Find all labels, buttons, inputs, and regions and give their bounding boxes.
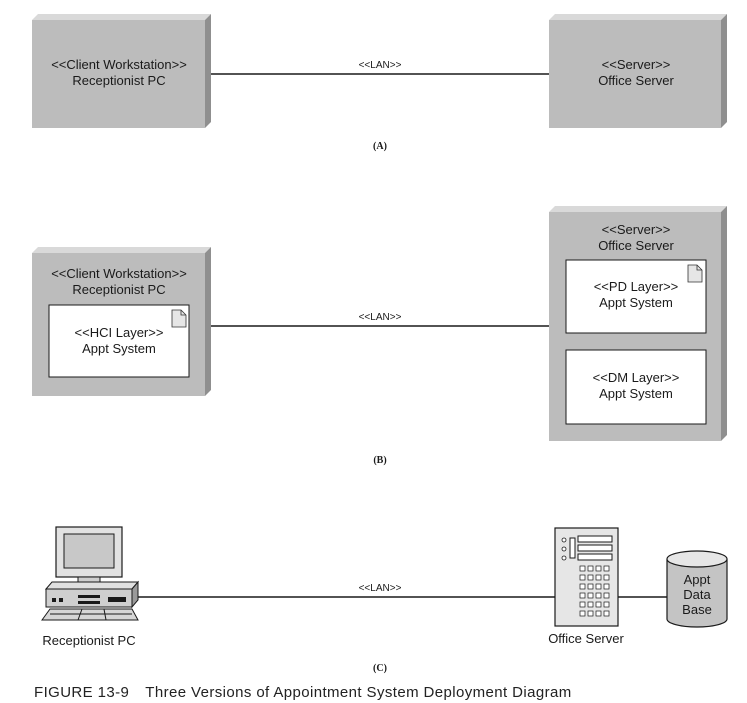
db-label-line: Base [682,602,712,617]
client-node-a: <<Client Workstation>> Receptionist PC [32,14,211,128]
lan-label-c: <<LAN>> [359,583,402,594]
client-name: Receptionist PC [72,73,165,88]
pd-stereotype: <<PD Layer>> [594,279,679,294]
client-node-b: <<Client Workstation>> Receptionist PC <… [32,247,211,396]
server-tower-icon [554,527,619,627]
dm-component: <<DM Layer>> Appt System [565,349,707,425]
server-name: Office Server [598,238,674,253]
panel-a: <<Client Workstation>> Receptionist PC <… [32,14,727,152]
panel-b: <<Client Workstation>> Receptionist PC <… [32,206,727,466]
server-stereotype: <<Server>> [602,222,671,237]
lan-label-a: <<LAN>> [359,60,402,71]
db-label-line: Appt [684,572,711,587]
db-label-line: Data [683,587,711,602]
figure-title: Three Versions of Appointment System Dep… [145,684,572,701]
hci-stereotype: <<HCI Layer>> [75,325,164,340]
server-node-b: <<Server>> Office Server <<PD Layer>> Ap… [549,206,727,441]
database-icon: Appt Data Base [666,550,728,628]
client-stereotype: <<Client Workstation>> [51,57,187,72]
dm-name: Appt System [599,386,673,401]
figure-number: FIGURE 13-9 [34,684,130,701]
server-name: Office Server [598,73,674,88]
lan-label-b: <<LAN>> [359,312,402,323]
document-icon [171,309,187,328]
server-name: Office Server [548,631,624,646]
dm-stereotype: <<DM Layer>> [593,370,680,385]
client-name: Receptionist PC [72,282,165,297]
pd-component: <<PD Layer>> Appt System [565,259,707,334]
hci-component: <<HCI Layer>> Appt System [48,304,190,378]
server-node-a: <<Server>> Office Server [549,14,727,128]
client-stereotype: <<Client Workstation>> [51,266,187,281]
figure-caption: FIGURE 13-9 Three Versions of Appointment… [34,684,572,701]
server-stereotype: <<Server>> [602,57,671,72]
panel-c-label: (C) [373,663,387,674]
document-icon [687,264,703,283]
pc-icon [41,526,140,621]
panel-a-label: (A) [373,141,387,152]
panel-b-label: (B) [373,455,386,466]
panel-c: Receptionist PC <<LAN>> Office Server [41,526,728,674]
pd-name: Appt System [599,295,673,310]
pc-name: Receptionist PC [42,633,135,648]
hci-name: Appt System [82,341,156,356]
